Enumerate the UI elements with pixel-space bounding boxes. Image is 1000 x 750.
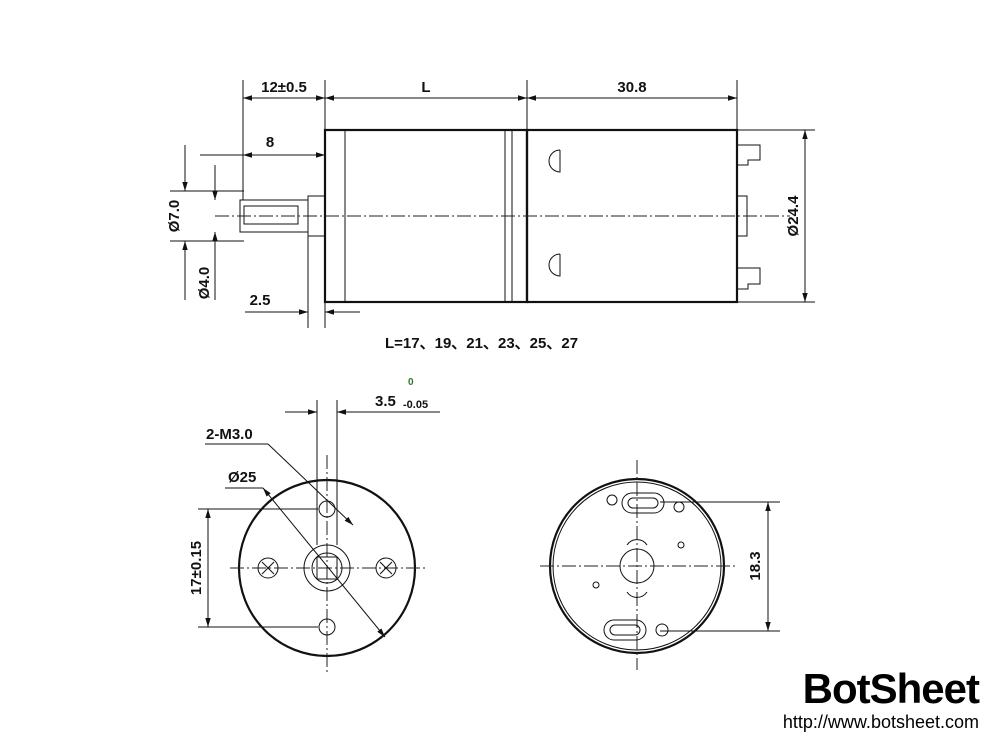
terminal-bottom <box>737 267 761 290</box>
rear-terminal-bottom <box>603 619 647 641</box>
motor-brush-window-bottom <box>548 253 561 277</box>
brand-logo: BotSheet <box>803 665 980 712</box>
rear-view: 18.3 <box>540 460 780 670</box>
leader-flange-dia <box>262 487 386 638</box>
dim-motor-length: 30.8 <box>617 79 646 96</box>
dim-flat-dia: Ø4.0 <box>196 267 213 300</box>
rear-hole <box>606 494 618 506</box>
dim-threads: 2-M3.0 <box>206 426 253 443</box>
dim-collar: 2.5 <box>250 292 271 309</box>
rear-hole <box>673 501 685 513</box>
dim-flat-length: 8 <box>266 134 274 151</box>
length-options-note: L=17、19、21、23、25、27 <box>385 335 578 352</box>
dim-gearbox-length: L <box>421 79 430 96</box>
brand-url[interactable]: http://www.botsheet.com <box>783 712 979 732</box>
rear-terminal-top <box>621 492 665 514</box>
rear-hole <box>677 541 685 549</box>
shaft-flat <box>243 205 299 225</box>
terminal-top <box>737 144 761 166</box>
rear-slot-bottom <box>626 591 648 598</box>
dim-hole-spacing: 17±0.15 <box>188 541 205 595</box>
rear-hole <box>592 581 600 589</box>
rear-bearing <box>619 548 655 584</box>
front-view: 3.5 0 -0.05 2-M3.0 Ø25 17±0.15 <box>188 377 440 672</box>
dim-shaft-dia: Ø7.0 <box>166 200 183 233</box>
dim-offset: 3.5 <box>375 393 396 410</box>
motor-brush-window-top <box>548 149 561 173</box>
rear-slot-top <box>626 539 648 546</box>
side-view: 12±0.5 L 30.8 8 Ø7.0 Ø4.0 2.5 Ø24.4 <box>166 79 815 352</box>
leader-threads <box>267 443 354 526</box>
dim-shaft-length: 12±0.5 <box>261 79 307 96</box>
dim-terminal-spacing: 18.3 <box>747 551 764 580</box>
dim-flange-dia: Ø25 <box>228 469 256 486</box>
rear-terminal-bottom-inner <box>609 624 641 636</box>
dim-offset-tol-lower: -0.05 <box>403 399 428 411</box>
dim-offset-tol-upper: 0 <box>408 377 414 388</box>
dim-body-dia: Ø24.4 <box>785 195 802 237</box>
rear-terminal-top-inner <box>627 497 659 509</box>
rear-hole <box>655 623 669 637</box>
